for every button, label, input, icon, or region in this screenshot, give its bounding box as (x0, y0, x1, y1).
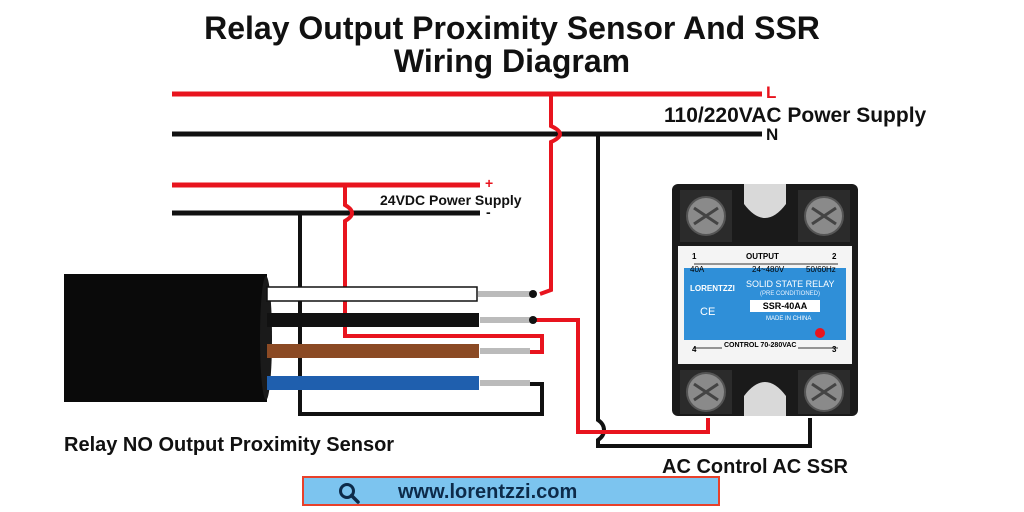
ssr-rating-current: 40A (690, 265, 705, 274)
ssr-output-label: OUTPUT (746, 252, 779, 261)
dc-minus-label: - (486, 204, 491, 220)
ssr-terminal-4: 4 (692, 345, 697, 354)
ssr-rating-voltage: 24~480V (752, 265, 785, 274)
ssr-type-sub: (PRE CONDITIONED) (760, 291, 820, 297)
website-url[interactable]: www.lorentzzi.com (398, 481, 578, 503)
sensor-blue-wire (267, 376, 479, 390)
ssr-caption: AC Control AC SSR (662, 456, 848, 478)
dc-plus-to-brown-wire (343, 185, 544, 354)
sensor-black-wire (267, 313, 479, 327)
diagram-title-line2: Wiring Diagram (393, 43, 631, 79)
sensor-label: Relay NO Output Proximity Sensor (64, 434, 395, 456)
ssr-terminal-3: 3 (832, 345, 837, 354)
ssr-rating-freq: 50/60Hz (806, 265, 836, 274)
dc-supply-label: 24VDC Power Supply (380, 192, 522, 208)
ac-neutral-label: N (766, 125, 779, 144)
website-search-bar[interactable]: www.lorentzzi.com (302, 476, 720, 506)
sensor-to-ssr-wire (534, 318, 710, 434)
ssr-model: SSR-40AA (750, 300, 820, 312)
ssr-control-label: CONTROL 70-280VAC (722, 342, 799, 349)
diagram-title-line1: Relay Output Proximity Sensor And SSR (204, 10, 820, 46)
ac-supply-label: 110/220VAC Power Supply (664, 104, 927, 127)
sensor-cable-body (64, 274, 267, 402)
ac-line-label: L (766, 83, 777, 102)
sensor-brown-wire (267, 344, 479, 358)
search-icon (338, 482, 360, 509)
ssr-origin: MADE IN CHINA (766, 316, 812, 322)
dc-plus-label: + (485, 175, 494, 191)
ssr-ce-mark: CE (700, 306, 716, 318)
l-to-sensor-wire (539, 94, 563, 296)
ssr-type-label: SOLID STATE RELAY (746, 279, 835, 289)
sensor-white-wire (266, 286, 478, 302)
ssr-terminal-2: 2 (832, 252, 837, 261)
ssr-terminal-1: 1 (692, 252, 697, 261)
ssr-brand: LORENTZZI (690, 284, 735, 293)
